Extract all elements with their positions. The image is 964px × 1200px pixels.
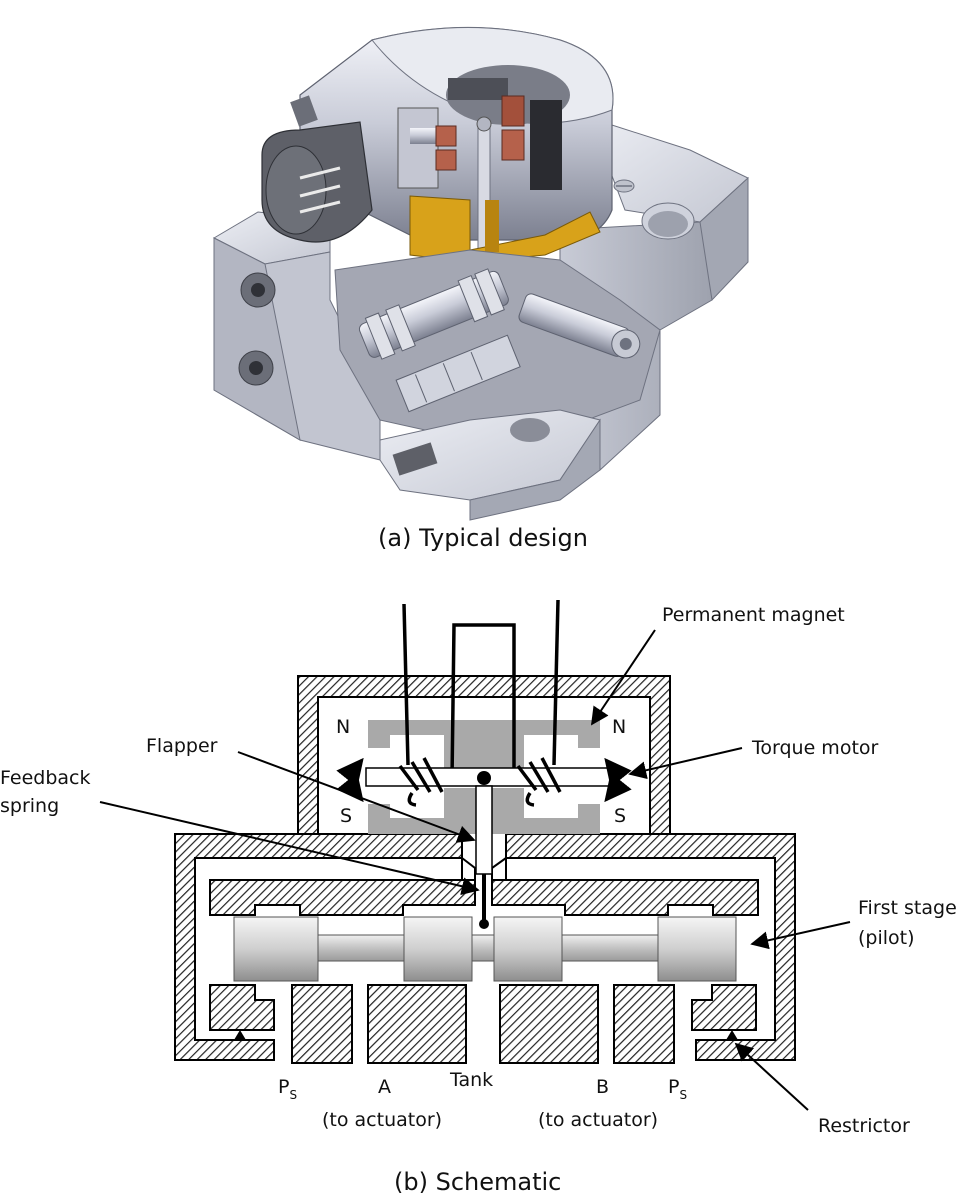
caption-a: (a) Typical design [378,524,588,552]
label-feedback-spring-line2: spring [0,795,59,817]
label-port-a: A [378,1076,391,1098]
caption-b: (b) Schematic [394,1168,561,1196]
coil-copper-right-a [501,95,525,127]
housing-left-side-face [213,237,301,441]
spool-land-4 [657,916,737,982]
spool-land-3 [493,916,563,982]
armature-pivot [477,771,491,785]
flapper [475,785,493,875]
brass-detail [485,200,499,252]
main-spool [358,268,509,360]
bore-bottom-block-1 [209,984,275,1031]
pilot-stage-body-right [505,833,796,1061]
housing-bottom-front [469,418,601,521]
leader-permanent-magnet [590,629,656,726]
magnet-black [530,100,562,190]
bore-bottom-block-5 [613,984,675,1064]
label-flapper: Flapper [146,735,218,757]
nozzle-right [491,856,507,881]
pole-piece-left [397,107,439,189]
coil-right [516,757,562,807]
schematic-diagram [99,599,851,1111]
lower-sleeve [395,334,521,413]
spool-land-2 [403,916,473,982]
spool-rod [299,934,663,962]
label-ps-right: PS [668,1076,687,1102]
leader-restrictor [734,1042,809,1111]
label-ps-left: PS [278,1076,297,1102]
ps-right-sub: S [679,1088,687,1102]
restrictor-left [234,1030,246,1040]
label-tank: Tank [449,1069,493,1091]
torque-arrow-left [336,757,364,803]
coil-wire-left [402,603,410,766]
label-port-b: B [596,1076,609,1098]
label-to-actuator-a: (to actuator) [322,1109,442,1131]
coil-copper-right-b [501,129,525,161]
pilot-spool [518,293,641,359]
bore-bottom-block-3 [367,984,467,1064]
label-to-actuator-b: (to actuator) [538,1109,658,1131]
nozzle-left [461,855,476,881]
connector-pin [299,200,341,214]
label-pole-n-left: N [336,716,350,738]
coil-bridge-wire [450,623,516,781]
label-pole-n-right: N [612,716,626,738]
connector-pin [299,166,341,180]
bore-bottom-block-2 [291,984,353,1064]
feedback-spring-ball [479,919,489,929]
mounting-hole-right-inner [648,211,688,237]
bore-top-left [209,867,476,916]
label-first-stage-line2: (pilot) [858,927,915,949]
bore-bottom-block-6 [691,984,757,1031]
label-permanent-magnet: Permanent magnet [662,604,845,626]
label-feedback-spring-line1: Feedback [0,767,90,789]
bottom-fitting [392,442,438,476]
spool-land-1 [233,916,319,982]
label-pole-s-left: S [340,805,352,827]
coil-copper-left-a [435,125,457,147]
bore-top-right [491,867,759,916]
bolt-head-bottom-socket [249,361,263,375]
ps-right-main: P [668,1076,679,1098]
port-hole-bottom [510,418,550,442]
torque-arrow-right [604,757,632,803]
ps-left-main: P [278,1076,289,1098]
leader-torque-motor [628,747,743,780]
bore-bottom-block-4 [499,984,599,1064]
bolt-head-top-socket [251,283,265,297]
ps-left-sub: S [289,1088,297,1102]
leader-feedback-spring [99,801,480,896]
coil-left [398,757,444,807]
valve-cutaway-illustration [212,26,749,521]
leader-flapper [237,751,476,843]
armature-screw [476,116,492,132]
restrictor-right [726,1030,738,1040]
leader-first-stage [750,921,851,950]
label-restrictor: Restrictor [818,1115,910,1137]
screw-top-left [290,95,318,127]
permanent-magnet-upper [368,720,600,768]
coil-wire-right [552,599,560,766]
label-first-stage-line1: First stage [858,897,957,919]
label-torque-motor: Torque motor [751,737,879,759]
label-pole-s-right: S [614,805,626,827]
coil-copper-left-b [435,149,457,171]
connector-socket [265,145,327,235]
connector-pin [299,184,341,198]
bore-shadow [448,78,508,100]
